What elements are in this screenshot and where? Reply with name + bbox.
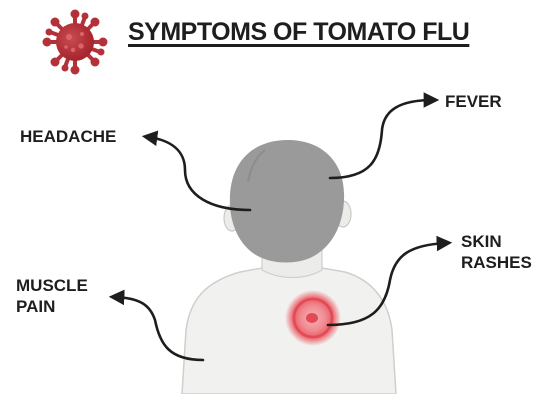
page-title: SYMPTOMS OF TOMATO FLU [128,18,469,47]
virus-icon [43,10,108,75]
label-skin-rashes: SKIN RASHES [461,231,532,273]
child-hair [230,140,344,263]
pain-text: PAIN [16,296,88,317]
fever-text: FEVER [445,92,502,111]
arrow-fever [330,100,433,178]
headache-text: HEADACHE [20,127,116,146]
label-headache: HEADACHE [20,126,116,147]
label-muscle-pain: MUSCLE PAIN [16,275,88,317]
skin-text: SKIN [461,231,532,252]
child-figure [182,140,396,394]
label-fever: FEVER [445,91,502,112]
skin-rash [285,290,341,346]
rashes-text: RASHES [461,252,532,273]
muscle-text: MUSCLE [16,275,88,296]
